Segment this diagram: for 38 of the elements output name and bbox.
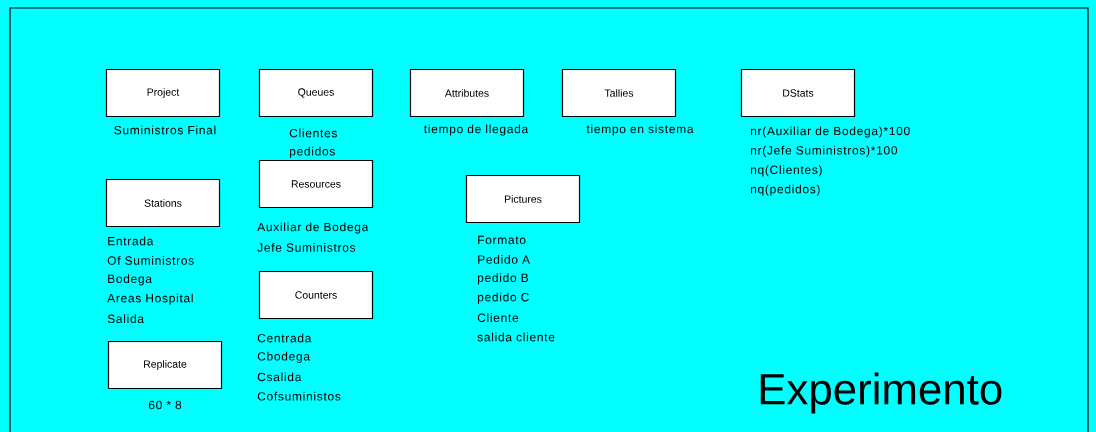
heading-box: Attributes xyxy=(409,68,525,118)
list-item: 60 * 8 xyxy=(148,400,182,410)
heading-box: Stations xyxy=(105,178,221,228)
list-item: Entrada xyxy=(108,236,154,246)
list-item: Cliente xyxy=(477,313,519,322)
list-item: Bodega xyxy=(108,274,152,286)
list-item: Areas Hospital xyxy=(107,293,193,305)
list-item: Pedido A xyxy=(478,255,530,264)
heading-box: Resources xyxy=(258,159,374,209)
list-item: Clientes xyxy=(289,128,337,138)
list-item: Centrada xyxy=(257,333,312,343)
heading-box: Project xyxy=(105,68,221,118)
list-item: tiempo de llegada xyxy=(424,124,529,136)
list-item: tiempo en sistema xyxy=(586,124,694,136)
list-item: pedido C xyxy=(477,292,529,304)
heading-box: Queues xyxy=(258,68,374,118)
list-item: Auxiliar de Bodega xyxy=(257,222,369,234)
list-item: Salida xyxy=(107,314,144,323)
list-item: pedidos xyxy=(289,146,335,158)
list-item: pedido B xyxy=(477,273,529,285)
list-item: Jefe Suministros xyxy=(257,243,356,252)
list-item: salida cliente xyxy=(477,332,555,342)
heading-box: Counters xyxy=(258,270,374,320)
heading-box: Tallies xyxy=(561,68,677,118)
heading-text: Experimento xyxy=(760,372,1002,414)
heading-box: DStats xyxy=(740,68,856,118)
heading-box: Replicate xyxy=(107,340,223,390)
list-item: Cofsuministos xyxy=(257,391,341,401)
list-item: nr(Jefe Suministros)*100 xyxy=(751,145,898,157)
list-item: nr(Auxiliar de Bodega)*100 xyxy=(751,126,910,138)
list-item: Csalida xyxy=(257,372,302,382)
list-item: Cbodega xyxy=(257,351,310,363)
heading-box: Pictures xyxy=(465,174,581,224)
list-item: Of Suministros xyxy=(107,256,194,265)
list-item: Suministros Final xyxy=(114,125,216,135)
list-item: nq(Clientes) xyxy=(751,165,822,177)
list-item: Formato xyxy=(478,235,526,245)
list-item: nq(pedidos) xyxy=(751,184,820,196)
